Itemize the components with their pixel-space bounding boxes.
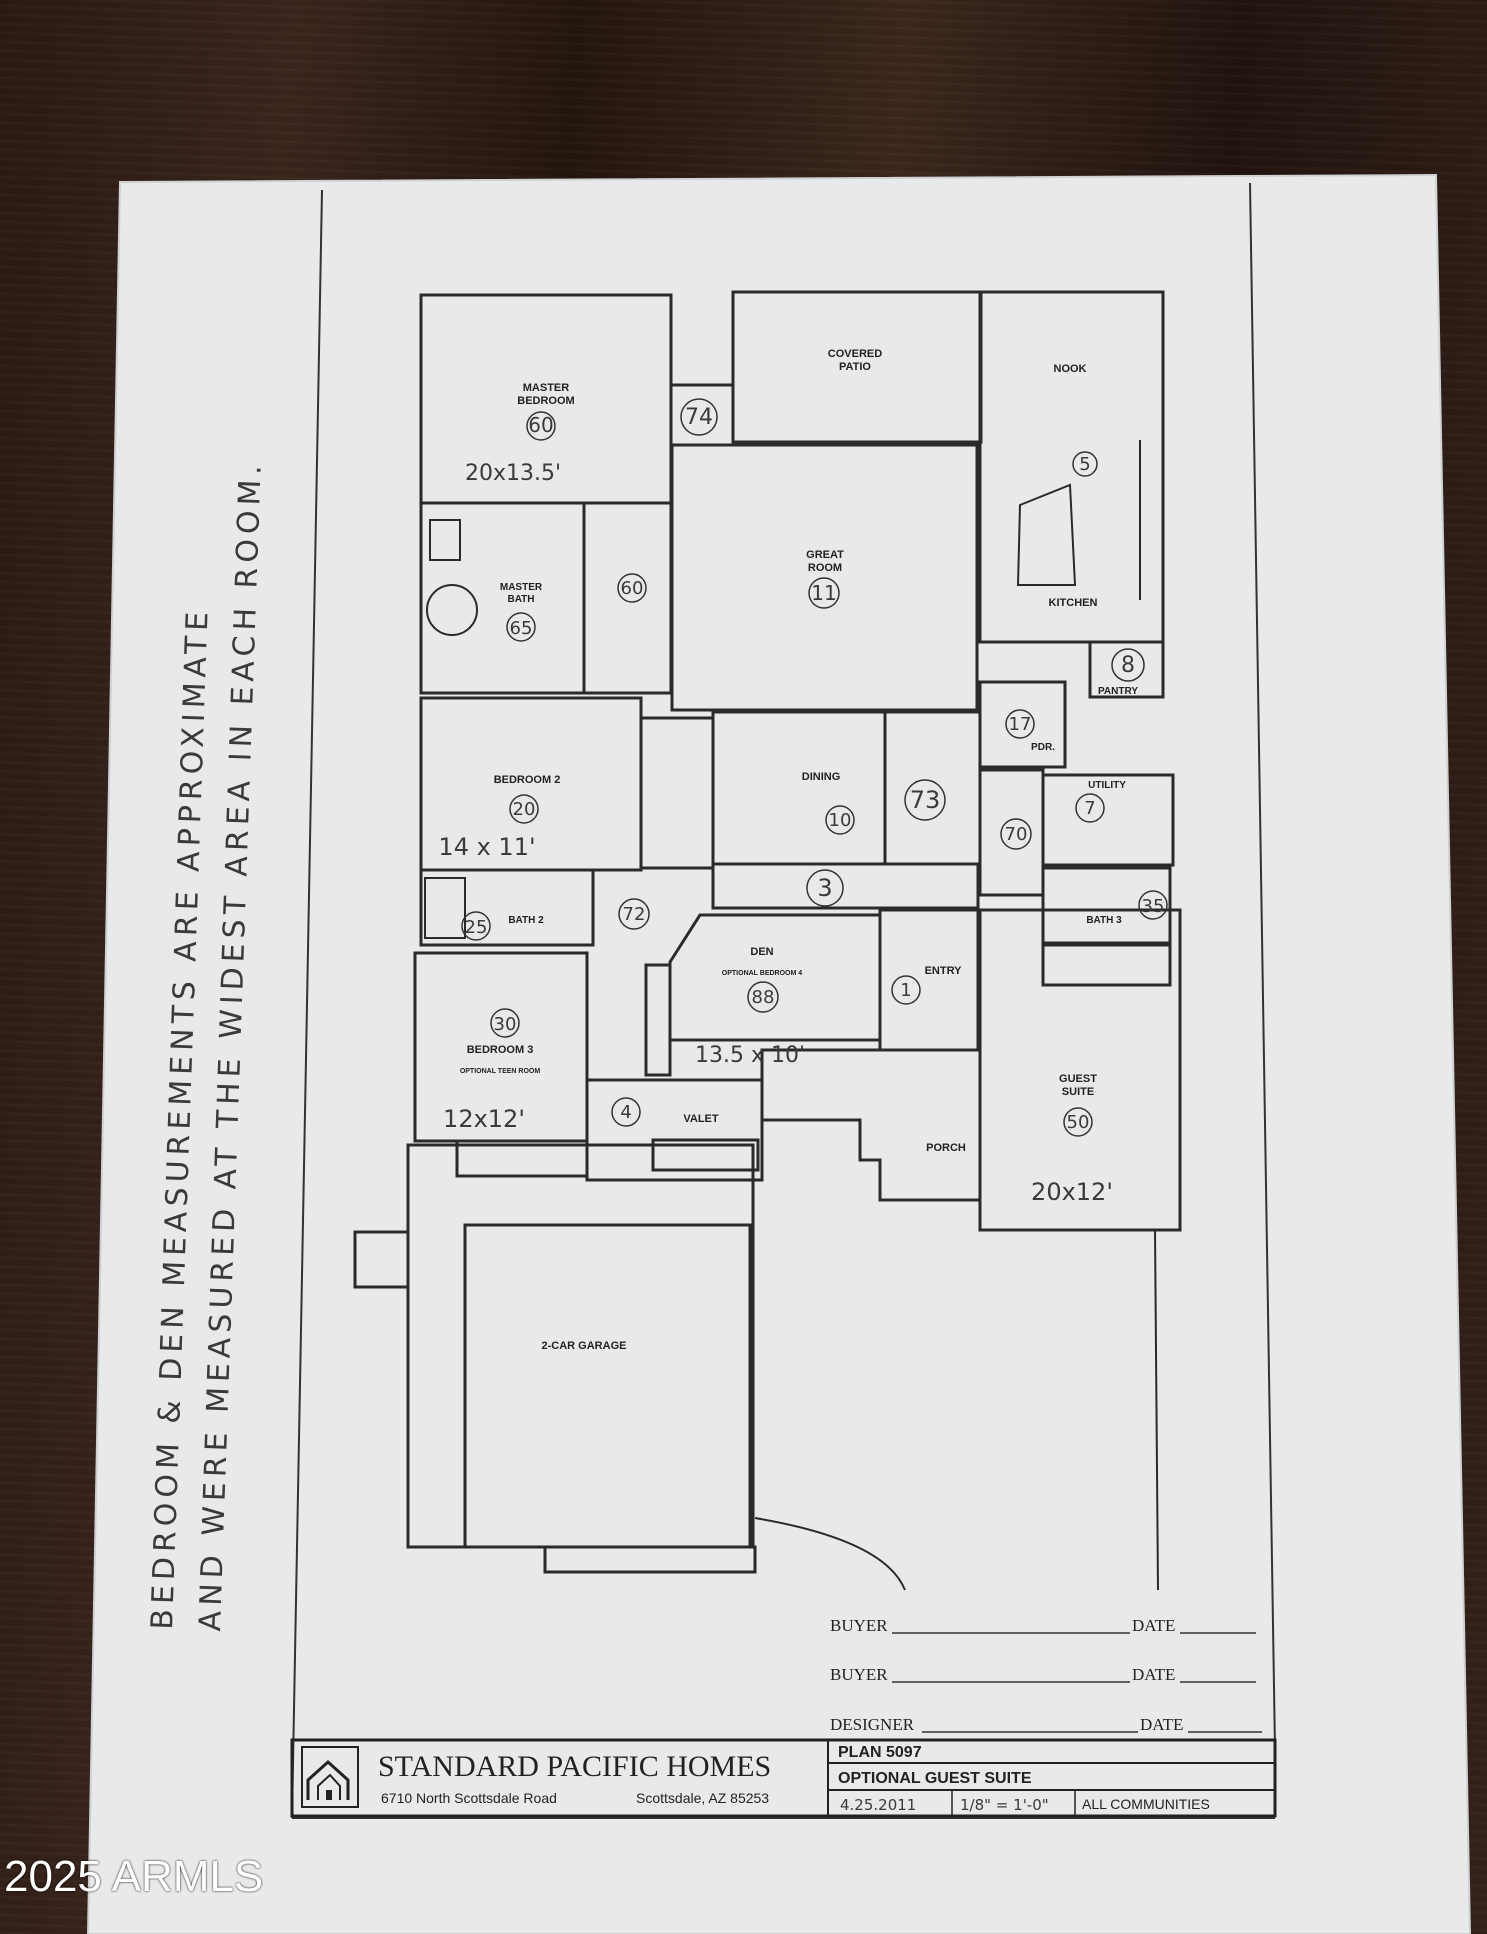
bath-3-label: BATH 3 (1086, 915, 1122, 926)
plan-number: PLAN 5097 (838, 1744, 922, 1761)
company-logo-icon (301, 1746, 359, 1808)
bedroom-3-label: BEDROOM 3 (467, 1044, 534, 1056)
valet-outline (585, 1078, 764, 1182)
valet-num: 4 (620, 1102, 631, 1123)
bath-2-num: 25 (465, 917, 488, 938)
kitchen-num: 5 (1079, 454, 1090, 475)
den-dims: 13.5 x 10' (695, 1043, 805, 1068)
master-bedroom-label-1: MASTER (523, 382, 570, 394)
master-bath-num: 65 (510, 618, 533, 639)
den-label: DEN (750, 946, 773, 958)
date-3-label: DATE (1140, 1715, 1183, 1734)
dining-label: DINING (802, 771, 841, 783)
bath-2-label: BATH 2 (508, 915, 544, 926)
hall-left-num: 72 (623, 904, 646, 925)
designer-label: DESIGNER (830, 1715, 915, 1734)
title-block: STANDARD PACIFIC HOMES 6710 North Scotts… (290, 1738, 1277, 1818)
dining-extra-num: 73 (910, 786, 941, 814)
hall-center-num: 3 (817, 874, 832, 902)
valet-label: VALET (683, 1113, 719, 1125)
date-2-label: DATE (1132, 1665, 1175, 1684)
signature-block: BUYER DATE BUYER DATE DESIGNER DATE (830, 1616, 1262, 1734)
hall-num: 70 (1005, 824, 1028, 845)
kitchen-outline (978, 290, 1165, 644)
porch-label: PORCH (926, 1142, 966, 1154)
drawing-frame (291, 182, 1276, 1819)
entry-label: ENTRY (925, 965, 963, 977)
den-num: 88 (752, 987, 775, 1008)
pantry-num: 8 (1121, 653, 1135, 678)
utility-label: UTILITY (1088, 780, 1126, 791)
guest-suite-label-2: SUITE (1062, 1086, 1094, 1098)
patio-label-1: COVERED (828, 348, 882, 360)
pantry-outline (1088, 640, 1165, 699)
floor-plan (353, 290, 1182, 1591)
company-city: Scottsdale, AZ 85253 (636, 1790, 769, 1806)
bedroom-2-dims: 14 x 11' (438, 833, 535, 861)
utility-num: 7 (1084, 798, 1095, 819)
guest-suite-num: 50 (1067, 1112, 1090, 1133)
master-bath-label-1: MASTER (500, 582, 543, 593)
company-name: STANDARD PACIFIC HOMES (378, 1750, 771, 1783)
closet-num: 60 (621, 578, 644, 599)
den-sub: OPTIONAL BEDROOM 4 (722, 970, 802, 977)
plan-option: OPTIONAL GUEST SUITE (838, 1770, 1032, 1787)
room-number-circles (461, 398, 1168, 1137)
patio-num: 74 (685, 405, 713, 430)
plan-date: 4.25.2011 (840, 1796, 916, 1814)
master-bedroom-dims: 20x13.5' (465, 461, 561, 486)
bedroom-3-num: 30 (494, 1014, 517, 1035)
bath-3-num: 35 (1142, 896, 1165, 917)
guest-suite-label-1: GUEST (1059, 1073, 1097, 1085)
bedroom-3-dims: 12x12' (443, 1105, 525, 1133)
bath-2-outline (419, 868, 595, 947)
date-1-label: DATE (1132, 1616, 1175, 1635)
kitchen-label: KITCHEN (1049, 597, 1098, 609)
guest-suite-dims: 20x12' (1031, 1178, 1113, 1206)
pdr-label: PDR. (1031, 742, 1055, 753)
nook-label: NOOK (1054, 363, 1087, 375)
master-bath-label-2: BATH (507, 594, 534, 605)
bedroom-2-num: 20 (513, 799, 536, 820)
bedroom-2-label: BEDROOM 2 (494, 774, 561, 786)
bedroom-3-sub: OPTIONAL TEEN ROOM (460, 1068, 541, 1075)
plan-communities: ALL COMMUNITIES (1082, 1796, 1210, 1812)
pantry-label: PANTRY (1098, 686, 1138, 697)
room-labels: MASTER BEDROOM 60 20x13.5' COVERED PATIO… (438, 348, 1164, 1352)
buyer-1-label: BUYER (830, 1616, 888, 1635)
garage-label: 2-CAR GARAGE (542, 1340, 627, 1352)
patio-label-2: PATIO (839, 361, 871, 373)
great-room-label-2: ROOM (808, 562, 842, 574)
paper-sheet (88, 175, 1470, 1934)
dining-num: 10 (829, 810, 852, 831)
company-address: 6710 North Scottsdale Road (381, 1790, 557, 1806)
master-bedroom-num: 60 (528, 413, 553, 437)
great-room-label-1: GREAT (806, 549, 844, 561)
master-bedroom-label-2: BEDROOM (517, 395, 574, 407)
porch-outline (760, 1048, 982, 1202)
watermark: 2025 ARMLS (4, 1852, 264, 1901)
entry-num: 1 (900, 980, 911, 1001)
plan-scale: 1/8" = 1'-0" (960, 1796, 1049, 1814)
buyer-2-label: BUYER (830, 1665, 888, 1684)
great-room-num: 11 (811, 581, 836, 605)
pdr-num: 17 (1009, 714, 1032, 735)
bath-3-outline (1041, 866, 1172, 945)
